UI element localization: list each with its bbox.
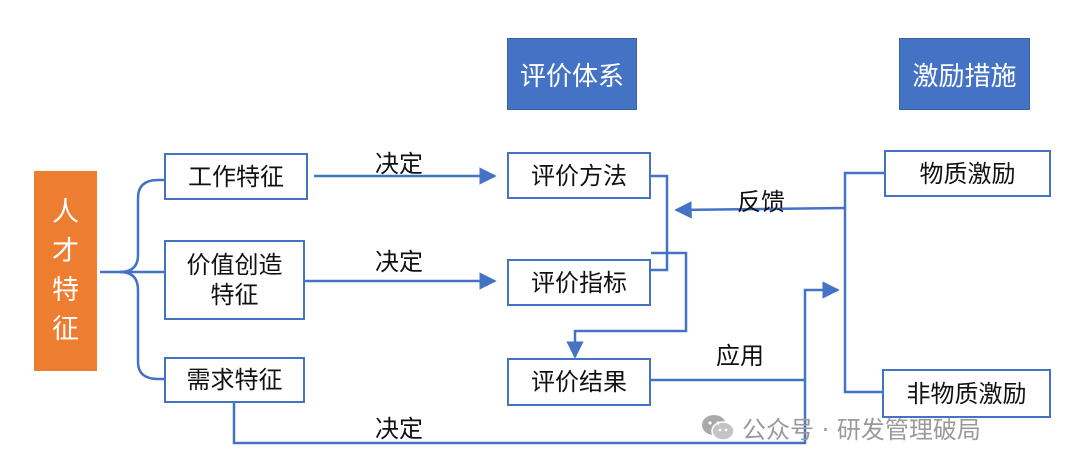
demand-trait-box: 需求特征 [164, 357, 305, 403]
feedback-label: 反馈 [737, 188, 785, 216]
talent-brace [100, 178, 164, 274]
wechat-icon [702, 414, 735, 441]
incentive-measures-header: 激励措施 [899, 38, 1030, 110]
indicator-to-result-arrow [566, 251, 688, 359]
feedback-arrow [674, 201, 846, 219]
evaluation-result-box: 评价结果 [507, 358, 651, 406]
decide-label-value: 决定 [375, 248, 423, 276]
demand-decide-line [232, 281, 840, 445]
material-incentive-box: 物质激励 [884, 150, 1051, 197]
evaluation-method-box: 评价方法 [507, 152, 651, 199]
watermark-text: 公众号 · 研发管理破局 [742, 416, 981, 444]
watermark: 公众号 · 研发管理破局 [700, 410, 981, 445]
evaluation-system-header: 评价体系 [507, 38, 637, 110]
incentive-bracket [843, 171, 884, 394]
method-indicator-bracket [651, 174, 669, 272]
talent-characteristics-box: 人 才 特 征 [34, 171, 97, 371]
non-material-incentive-box: 非物质激励 [882, 369, 1051, 418]
evaluation-indicator-box: 评价指标 [507, 259, 651, 306]
decide-label-work: 决定 [375, 150, 423, 178]
apply-label: 应用 [716, 342, 764, 370]
talent-brace-low [119, 270, 164, 381]
work-trait-box: 工作特征 [164, 153, 308, 200]
decide-label-demand: 决定 [375, 415, 423, 443]
value-creation-trait-box: 价值创造 特征 [164, 240, 305, 320]
